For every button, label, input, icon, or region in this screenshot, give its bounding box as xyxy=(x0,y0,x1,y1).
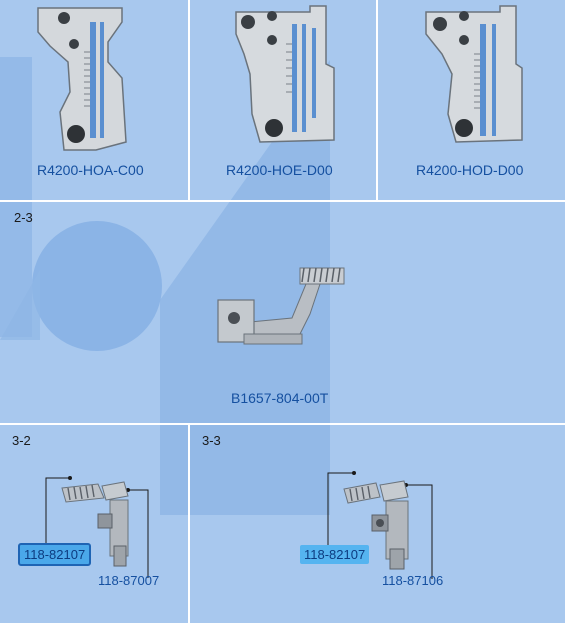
part-cell-middle[interactable]: 2-3 B1657-804-00T xyxy=(0,202,565,423)
divider-v-bottom xyxy=(188,423,190,623)
part-cell-3[interactable]: R4200-HOD-D00 xyxy=(378,0,565,200)
part-number-label: R4200-HOA-C00 xyxy=(37,162,144,178)
part-cell-bottom-right[interactable]: 3-3 118-82107 118-87106 xyxy=(190,425,565,623)
part-callout-highlighted[interactable]: 118-82107 xyxy=(300,545,370,564)
part-cell-1[interactable]: R4200-HOA-C00 xyxy=(0,0,188,200)
divider-right-edge xyxy=(565,0,567,623)
part-number-label: R4200-HOE-D00 xyxy=(226,162,333,178)
feed-dog-assembly-icon xyxy=(327,471,433,579)
divider-h-top xyxy=(0,200,567,202)
feed-dog-assembly-icon xyxy=(45,476,149,578)
part-callout[interactable]: 118-87007 xyxy=(98,573,160,588)
feed-dog-icon xyxy=(217,267,345,345)
part-cell-2[interactable]: R4200-HOE-D00 xyxy=(190,0,376,200)
divider-v-top-1 xyxy=(188,0,190,200)
part-callout[interactable]: 118-87106 xyxy=(382,573,444,588)
section-tag: 3-3 xyxy=(202,433,221,448)
throat-plate-icon xyxy=(235,5,335,143)
section-tag: 2-3 xyxy=(14,210,33,225)
part-number-label: R4200-HOD-D00 xyxy=(416,162,524,178)
section-tag: 3-2 xyxy=(12,433,31,448)
divider-v-top-2 xyxy=(376,0,378,200)
divider-h-middle xyxy=(0,423,567,425)
throat-plate-icon xyxy=(425,5,523,143)
part-cell-bottom-left[interactable]: 3-2 118-82107 118-87007 xyxy=(0,425,188,623)
throat-plate-icon xyxy=(37,7,127,151)
part-number-label: B1657-804-00T xyxy=(231,390,329,406)
part-callout-highlighted[interactable]: 118-82107 xyxy=(18,543,92,566)
